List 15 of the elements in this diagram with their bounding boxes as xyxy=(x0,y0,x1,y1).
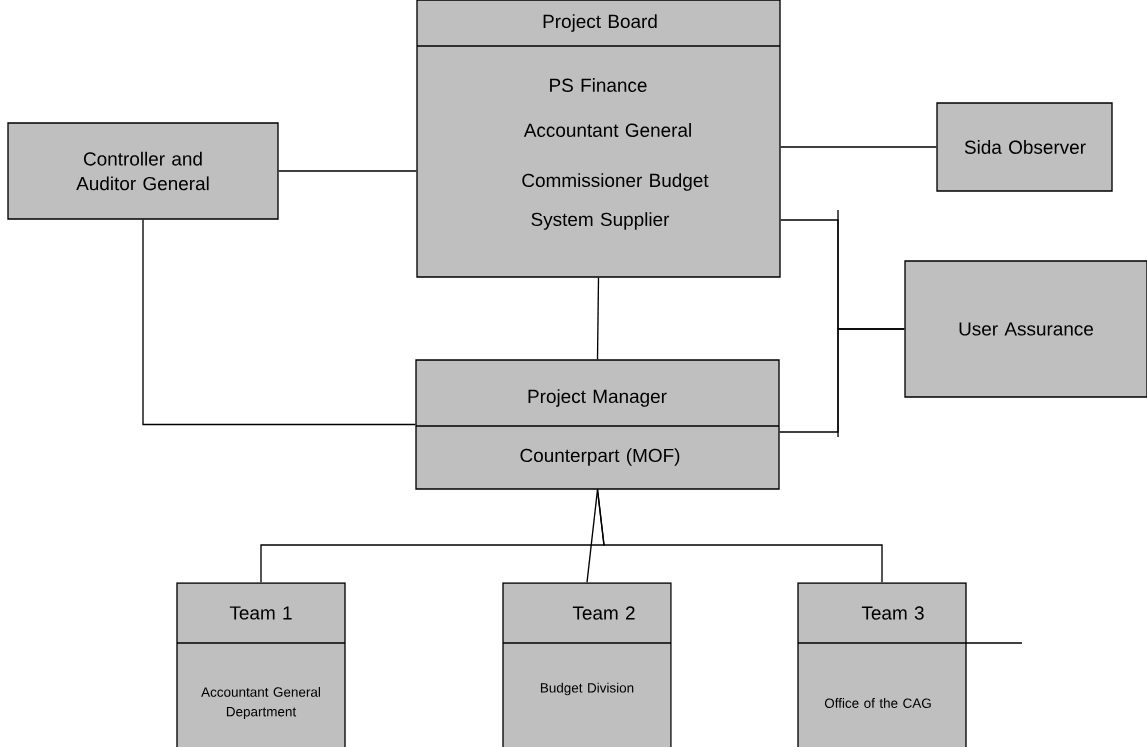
org-box: Team 1 Accountant General Department xyxy=(176,582,346,747)
org-box: User Assurance xyxy=(904,260,1147,398)
connector-line xyxy=(596,277,600,360)
org-box: Sida Observer xyxy=(936,102,1113,192)
connector-line xyxy=(278,170,417,172)
org-box: Team 3 Office of the CAG xyxy=(797,582,967,747)
connector-line xyxy=(779,328,905,433)
org-box: Project Board PS Finance Accountant General Commissioner Budget System Supplier xyxy=(416,0,781,278)
connector-line xyxy=(142,219,416,426)
org-box: Team 2 Budget Division xyxy=(502,582,672,747)
org-box: Controller and Auditor General xyxy=(7,122,279,220)
org-box: Project Manager Counterpart (MOF) xyxy=(415,359,780,490)
connector-line xyxy=(596,489,883,583)
connector-line xyxy=(780,146,937,148)
connector-line xyxy=(586,489,599,583)
